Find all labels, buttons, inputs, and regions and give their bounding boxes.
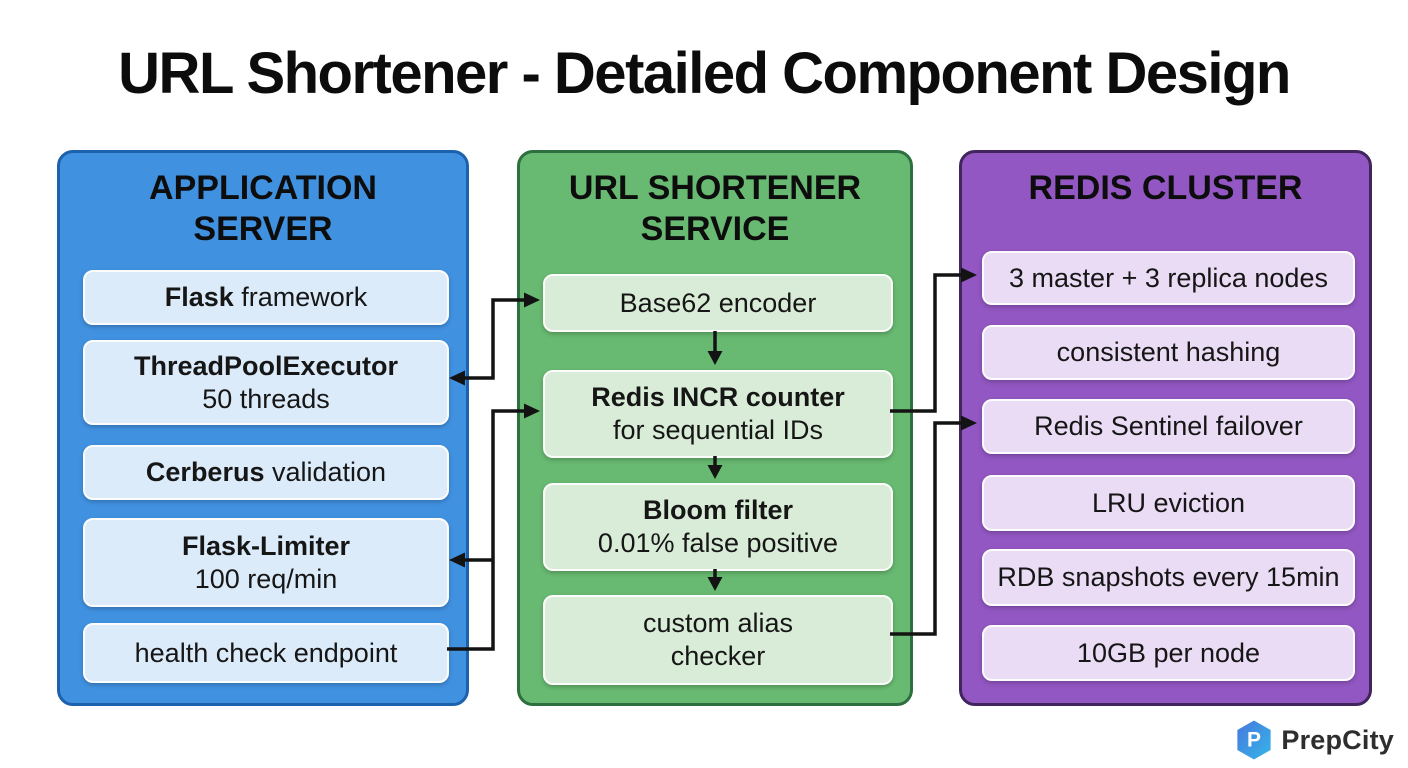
component-label: custom alias	[642, 608, 794, 639]
component-sublabel: 0.01% false positive	[597, 528, 839, 558]
component-master-replica-nodes: 3 master + 3 replica nodes	[982, 251, 1355, 305]
panel-url-shortener-service: URL SHORTENER SERVICE Base62 encoder Red…	[517, 150, 913, 706]
component-label: 3 master + 3 replica nodes	[1009, 262, 1328, 293]
component-label: consistent hashing	[1056, 337, 1281, 368]
component-lru-eviction: LRU eviction	[982, 475, 1355, 531]
component-label: LRU eviction	[1091, 487, 1246, 518]
component-custom-alias-checker: custom alias checker	[543, 595, 893, 685]
component-consistent-hashing: consistent hashing	[982, 325, 1355, 380]
component-sublabel: checker	[670, 641, 766, 671]
component-flask-limiter: Flask-Limiter 100 req/min	[83, 518, 449, 607]
component-label: Redis INCR counter	[591, 382, 845, 413]
prepcity-logo: P PrepCity	[1235, 719, 1394, 761]
component-redis-incr-counter: Redis INCR counter for sequential IDs	[543, 370, 893, 458]
component-base62-encoder: Base62 encoder	[543, 274, 893, 332]
component-10gb-per-node: 10GB per node	[982, 625, 1355, 681]
component-rdb-snapshots: RDB snapshots every 15min	[982, 549, 1355, 606]
component-label: Bloom filter	[642, 495, 793, 526]
component-label: ThreadPoolExecutor	[133, 350, 399, 381]
component-health-check-endpoint: health check endpoint	[83, 623, 449, 683]
prepcity-wordmark: PrepCity	[1281, 724, 1394, 755]
panel-title-url-shortener-service: URL SHORTENER SERVICE	[568, 169, 862, 249]
component-cerberus-validation: Cerberus validation	[83, 445, 449, 500]
component-label: RDB snapshots every 15min	[997, 562, 1340, 593]
component-sublabel: for sequential IDs	[612, 415, 824, 445]
component-label: Base62 encoder	[619, 287, 817, 318]
component-label: Flask-Limiter	[181, 530, 351, 561]
component-threadpoolexecutor: ThreadPoolExecutor 50 threads	[83, 340, 449, 425]
component-redis-sentinel-failover: Redis Sentinel failover	[982, 399, 1355, 454]
page-title: URL Shortener - Detailed Component Desig…	[118, 41, 1291, 106]
component-label: health check endpoint	[134, 637, 398, 668]
component-sublabel: 100 req/min	[194, 563, 338, 594]
panel-title-redis-cluster: REDIS CLUSTER	[1028, 169, 1303, 207]
panel-redis-cluster: REDIS CLUSTER 3 master + 3 replica nodes…	[959, 150, 1372, 706]
component-label: 10GB per node	[1076, 637, 1261, 668]
component-sublabel: 50 threads	[202, 383, 330, 414]
component-label: Redis Sentinel failover	[1034, 411, 1303, 442]
component-bloom-filter: Bloom filter 0.01% false positive	[543, 483, 893, 571]
prepcity-hexagon-icon: P	[1237, 720, 1271, 760]
panel-application-server: APPLICATION SERVER Flask framework Threa…	[57, 150, 469, 706]
panel-title-application-server: APPLICATION SERVER	[149, 169, 377, 249]
svg-text:P: P	[1247, 729, 1261, 752]
component-label: Cerberus validation	[145, 457, 387, 488]
component-flask-framework: Flask framework	[83, 270, 449, 325]
component-label: Flask framework	[164, 282, 368, 313]
